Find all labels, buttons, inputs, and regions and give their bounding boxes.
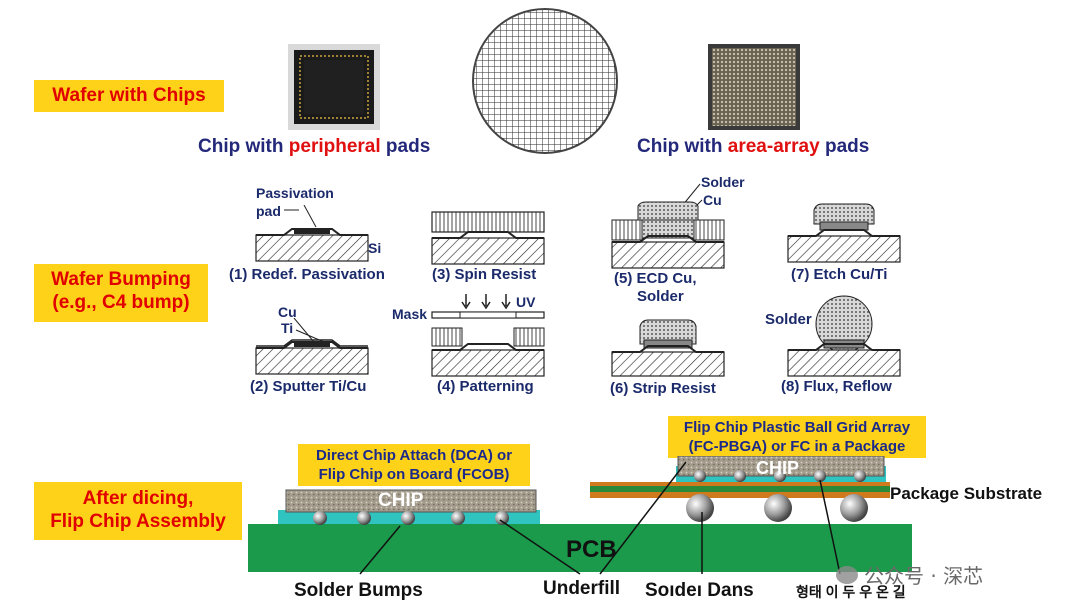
step4-diagram <box>431 294 545 377</box>
step7-caption: (7) Etch Cu/Ti <box>791 266 888 283</box>
step5-caption-line2: Solder <box>637 288 684 305</box>
flip-chip-assembly-diagram <box>248 456 912 575</box>
ti-callout: Ti <box>281 320 294 336</box>
dca-label: Direct Chip Attach (DCA) or Flip Chip on… <box>298 444 530 486</box>
step6-diagram <box>611 319 725 377</box>
watermark: 公众号 · 深芯 <box>836 560 983 589</box>
fcpbga-line2: (FC-PBGA) or FC in a Package <box>688 438 906 455</box>
peripheral-chip-image <box>288 44 380 130</box>
chip-peripheral-caption: Chip with peripheral pads <box>198 136 430 158</box>
step1-caption: (1) Redef. Passivation <box>229 266 385 283</box>
after-dicing-line1: After dicing, <box>82 488 194 509</box>
step2-diagram <box>255 318 369 375</box>
chip-right-label: CHIP <box>756 458 800 478</box>
caption-prefix: Chip with <box>637 136 728 157</box>
step3-diagram <box>431 211 545 265</box>
si-callout: Si <box>368 240 382 256</box>
solder-bumps-label: Solder Bumps <box>294 580 423 601</box>
dca-line2: Flip Chip on Board (FCOB) <box>318 466 510 483</box>
step7-diagram <box>787 203 901 263</box>
caption-suffix: pads <box>380 136 431 157</box>
cu-top-callout: Cu <box>703 192 722 208</box>
chip-area-array-caption: Chip with area-array pads <box>637 136 869 158</box>
after-dicing-line2: Flip Chip Assembly <box>50 511 226 532</box>
step4-caption: (4) Patterning <box>437 378 534 395</box>
watermark-text: 公众号 · 深芯 <box>864 564 984 588</box>
pcb-label: PCB <box>566 536 617 563</box>
chip-left-label: CHIP <box>378 490 424 511</box>
dca-line1: Direct Chip Attach (DCA) or <box>315 447 513 464</box>
wechat-icon <box>836 565 858 584</box>
solder-balls-label: Sоıdeı Dans <box>645 580 754 601</box>
step5-diagram <box>611 183 725 269</box>
mask-callout: Mask <box>392 306 428 322</box>
wafer-bumping-line2: (e.g., C4 bump) <box>52 292 190 313</box>
area-array-chip-image <box>708 44 800 130</box>
solder-8-callout: Solder <box>765 311 812 328</box>
step1-diagram <box>255 205 369 262</box>
pad-callout: pad <box>256 203 281 219</box>
uv-callout: UV <box>516 294 536 310</box>
caption-emph: peripheral <box>288 136 381 157</box>
after-dicing-label: After dicing, Flip Chip Assembly <box>34 482 242 540</box>
fcpbga-line1: Flip Chip Plastic Ball Grid Array <box>683 419 911 436</box>
bottom-right-garbled-text: 형태 이 두 우 온 길 <box>796 584 906 600</box>
wafer-image <box>472 8 618 154</box>
caption-suffix: pads <box>819 136 870 157</box>
fcpbga-label: Flip Chip Plastic Ball Grid Array (FC-PB… <box>668 416 926 458</box>
caption-emph: area-array <box>727 136 820 157</box>
underfill-label: Underfill <box>543 578 621 599</box>
step3-caption: (3) Spin Resist <box>432 266 537 283</box>
step8-caption: (8) Flux, Reflow <box>781 378 892 395</box>
wafer-bumping-label: Wafer Bumping (e.g., C4 bump) <box>34 264 208 322</box>
step5-caption-line1: (5) ECD Cu, <box>614 270 697 287</box>
solder-top-callout: Solder <box>701 174 745 190</box>
cu-callout: Cu <box>278 304 297 320</box>
package-substrate-label: Package Substrate <box>890 484 1043 503</box>
caption-prefix: Chip with <box>198 136 289 157</box>
step6-caption: (6) Strip Resist <box>610 380 716 397</box>
passivation-callout: Passivation <box>256 185 334 201</box>
step2-caption: (2) Sputter Ti/Cu <box>250 378 367 395</box>
step8-diagram <box>787 295 901 377</box>
wafer-bumping-line1: Wafer Bumping <box>51 269 191 290</box>
wafer-with-chips-label: Wafer with Chips <box>34 80 224 112</box>
